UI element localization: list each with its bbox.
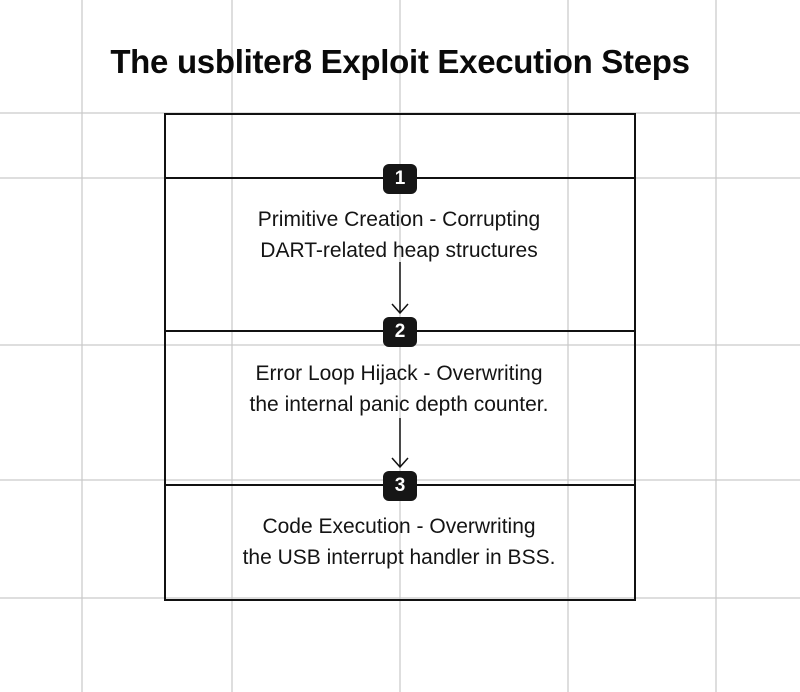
step-2-badge: 2 bbox=[383, 317, 417, 347]
step-1-badge: 1 bbox=[383, 164, 417, 194]
step-1-line-1: Primitive Creation - Corrupting bbox=[257, 208, 541, 231]
step-3-badge: 3 bbox=[383, 471, 417, 501]
step-1-text: Primitive Creation - Corrupting DART-rel… bbox=[164, 204, 634, 266]
step-2-text: Error Loop Hijack - Overwriting the inte… bbox=[164, 358, 634, 420]
steps-frame bbox=[164, 113, 636, 601]
diagram-title: The usbliter8 Exploit Execution Steps bbox=[110, 43, 690, 80]
step-2-line-1: Error Loop Hijack - Overwriting bbox=[255, 362, 543, 385]
step-1-line-2: DART-related heap structures bbox=[260, 239, 538, 262]
step-3-line-1: Code Execution - Overwriting bbox=[262, 515, 536, 538]
step-3-text: Code Execution - Overwriting the USB int… bbox=[164, 511, 634, 573]
step-2-line-2: the internal panic depth counter. bbox=[249, 393, 549, 416]
step-3-line-2: the USB interrupt handler in BSS. bbox=[242, 546, 556, 569]
